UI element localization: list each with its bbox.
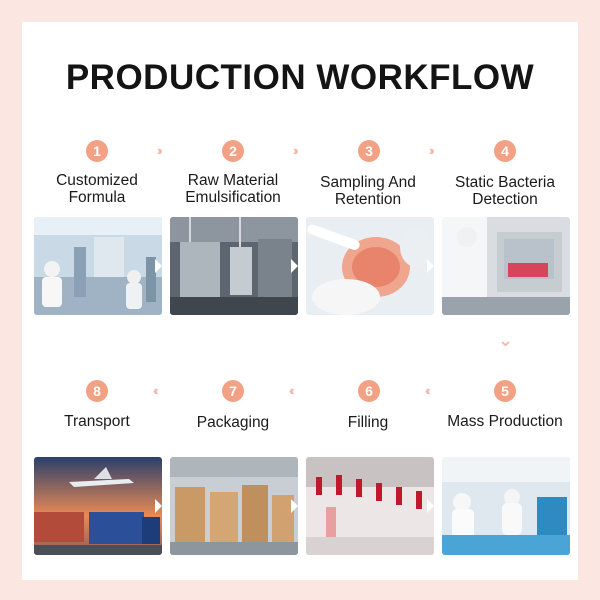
photo-arrow-notch [291, 499, 298, 513]
step-label-4: Static Bacteria Detection [455, 174, 555, 208]
photo-arrow-notch [291, 259, 298, 273]
arrow-right-3: ›› [429, 143, 434, 158]
step-photo-3 [306, 217, 434, 315]
step-number-7: 7 [222, 380, 244, 402]
step-label-6: Filling [347, 414, 389, 431]
photo-arrow-notch [155, 259, 162, 273]
step-photo-7 [170, 457, 298, 555]
step-number-8: 8 [86, 380, 108, 402]
step-label-1: Customized Formula [56, 172, 138, 206]
photo-arrow-notch [155, 499, 162, 513]
step-photo-2 [170, 217, 298, 315]
arrow-left-3: ‹‹ [425, 383, 430, 398]
step-number-1: 1 [86, 140, 108, 162]
step-label-3: Sampling And Retention [320, 174, 416, 208]
photo-arrow-notch [427, 499, 434, 513]
step-photo-5 [442, 457, 570, 555]
step-photo-6 [306, 457, 434, 555]
step-number-6: 6 [358, 380, 380, 402]
arrow-left-1: ‹‹ [153, 383, 158, 398]
arrow-left-2: ‹‹ [289, 383, 294, 398]
step-number-3: 3 [358, 140, 380, 162]
arrow-right-1: ›› [157, 143, 162, 158]
arrow-right-2: ›› [293, 143, 298, 158]
step-label-2: Raw Material Emulsification [185, 172, 281, 206]
step-number-2: 2 [222, 140, 244, 162]
step-number-5: 5 [494, 380, 516, 402]
photo-arrow-notch [427, 259, 434, 273]
step-photo-4 [442, 217, 570, 315]
step-label-7: Packaging [196, 414, 270, 431]
step-photo-8 [34, 457, 162, 555]
step-number-4: 4 [494, 140, 516, 162]
arrow-down: ⌄ [498, 330, 514, 350]
step-label-8: Transport [64, 413, 130, 430]
step-photo-1 [34, 217, 162, 315]
step-label-5: Mass Production [447, 413, 563, 430]
page-title: PRODUCTION WORKFLOW [65, 58, 535, 97]
